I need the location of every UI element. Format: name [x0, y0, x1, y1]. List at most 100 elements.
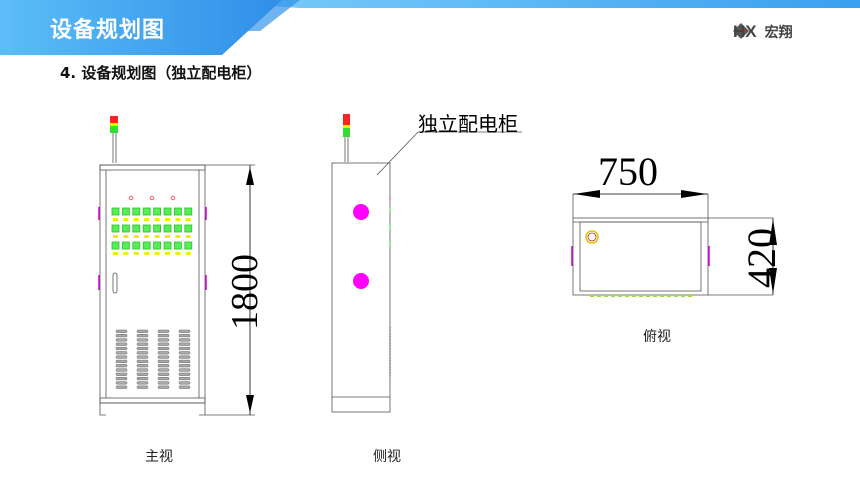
- breaker: [111, 241, 120, 250]
- breaker-label: [113, 235, 118, 238]
- breaker: [153, 224, 162, 233]
- breaker: [153, 241, 162, 250]
- breaker-label: [144, 218, 150, 221]
- breaker: [111, 207, 120, 216]
- vent-slot: [178, 346, 191, 351]
- vent-slot: [115, 385, 128, 389]
- logo-text: 宏翔: [764, 25, 793, 41]
- breaker-label: [175, 235, 181, 238]
- indicator-lamp: [170, 195, 176, 201]
- breaker: [111, 224, 120, 233]
- vent-slot: [115, 329, 128, 333]
- indicator-lamp: [149, 195, 155, 201]
- breaker-label: [165, 235, 170, 238]
- vent-slot: [115, 355, 128, 359]
- company-logo: HX 宏翔: [733, 22, 793, 42]
- width-dimension: 750: [598, 149, 658, 194]
- breaker-label: [144, 235, 150, 238]
- front-view: [98, 116, 255, 416]
- breaker-label: [154, 252, 160, 255]
- breaker: [173, 224, 182, 233]
- vent-slot: [157, 372, 170, 376]
- vent-slot: [136, 364, 149, 368]
- vent-slot: [115, 346, 128, 351]
- vent-slot: [157, 342, 170, 346]
- vent-slot: [136, 372, 149, 376]
- breaker: [173, 207, 182, 216]
- section-subtitle: 4. 设备规划图（独立配电柜）: [60, 64, 262, 82]
- breaker: [184, 241, 193, 250]
- breaker: [122, 224, 130, 233]
- vent-slot: [178, 385, 191, 389]
- breaker: [132, 241, 141, 250]
- breaker: [163, 224, 172, 233]
- breaker-label: [165, 252, 170, 255]
- breaker-label: [123, 218, 129, 221]
- vent-slot: [115, 381, 128, 385]
- vent-slot: [157, 351, 170, 355]
- vent-slot: [136, 368, 149, 372]
- vent-slot: [115, 359, 128, 363]
- breaker-label: [165, 218, 170, 221]
- breaker: [173, 241, 182, 250]
- vent-slot: [115, 364, 128, 368]
- vent-slot: [157, 329, 170, 333]
- logo-mark-icon: [733, 23, 749, 39]
- vent-slot: [136, 346, 149, 351]
- logo-mark: HX: [733, 22, 757, 41]
- top-view-caption: 俯视: [643, 329, 671, 345]
- breaker-label: [154, 218, 160, 221]
- vent-slot: [136, 338, 149, 342]
- indicator-lamp: [128, 195, 134, 201]
- vent-slot: [136, 359, 149, 363]
- breaker-label: [133, 218, 139, 221]
- vent-slot: [157, 377, 170, 381]
- breaker-label: [185, 235, 191, 238]
- vent-slot: [115, 372, 128, 376]
- vent-slot: [178, 342, 191, 346]
- vent-slot: [136, 377, 149, 381]
- vent-slot: [115, 338, 128, 342]
- vent-slot: [178, 355, 191, 359]
- breaker-label: [113, 252, 118, 255]
- vent-slot: [157, 355, 170, 359]
- breaker-label: [133, 235, 139, 238]
- vent-slot: [157, 334, 170, 338]
- height-dimension: 1800: [224, 254, 266, 330]
- breaker: [132, 224, 141, 233]
- vent-slot: [178, 364, 191, 368]
- breaker: [122, 207, 130, 216]
- breaker-label: [175, 218, 181, 221]
- side-view: [331, 114, 522, 413]
- breaker: [132, 207, 141, 216]
- breaker: [142, 207, 151, 216]
- vent-slot: [136, 342, 149, 346]
- vent-slot: [115, 351, 128, 355]
- vent-slot: [157, 364, 170, 368]
- vent-slot: [157, 346, 170, 351]
- vent-slot: [136, 385, 149, 389]
- breaker: [122, 241, 130, 250]
- breaker-label: [185, 252, 191, 255]
- header-banner: [0, 0, 860, 55]
- side-view-caption: 侧视: [373, 449, 401, 465]
- top-view: [571, 190, 777, 297]
- vent-slot: [136, 334, 149, 338]
- breaker: [184, 224, 193, 233]
- front-view-caption: 主视: [145, 449, 173, 465]
- breaker: [153, 207, 162, 216]
- page-title: 设备规划图: [50, 18, 166, 43]
- vent-slot: [178, 338, 191, 342]
- vent-slot: [157, 359, 170, 363]
- vent-slot: [157, 368, 170, 372]
- vent-slot: [178, 329, 191, 333]
- breaker: [142, 241, 151, 250]
- vent-slot: [115, 368, 128, 372]
- vent-slot: [136, 355, 149, 359]
- vent-slot: [178, 368, 191, 372]
- vent-slot: [178, 359, 191, 363]
- vent-slot: [136, 329, 149, 333]
- breaker-label: [144, 252, 150, 255]
